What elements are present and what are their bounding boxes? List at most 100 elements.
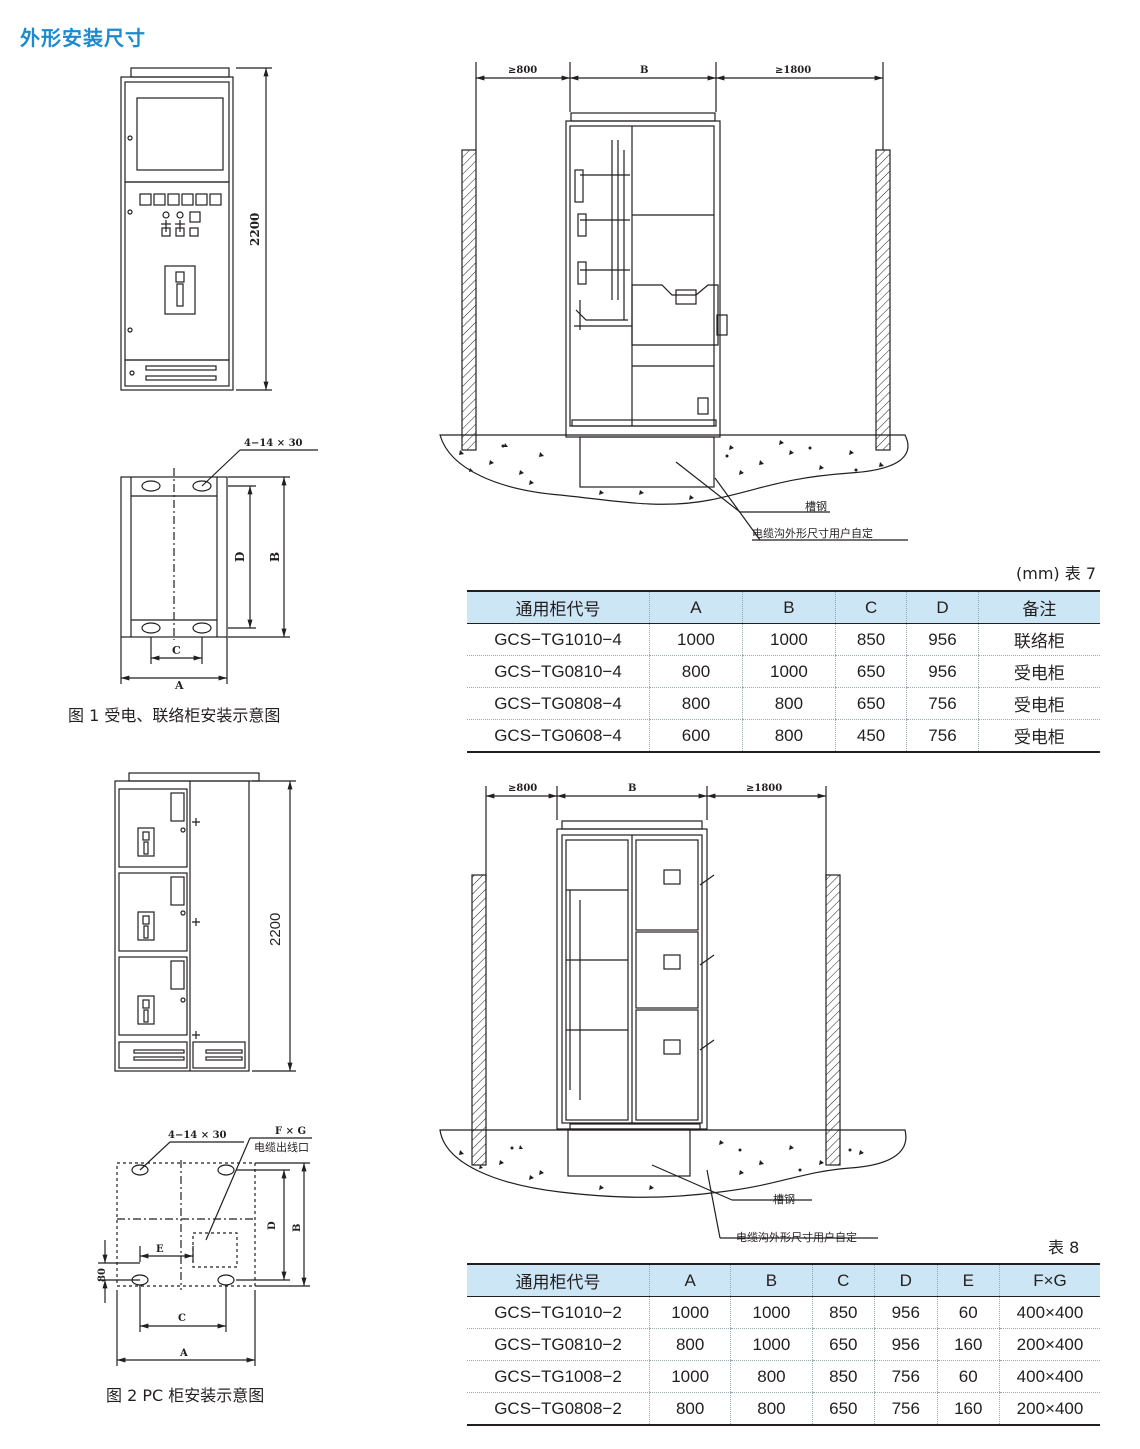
table-cell: 756: [906, 687, 979, 720]
fig1-dim-c: C: [172, 644, 181, 657]
table-cell: 756: [906, 719, 979, 753]
s1-width-label: B: [640, 65, 648, 76]
table-cell: 650: [834, 687, 907, 720]
table-cell: 956: [874, 1296, 937, 1329]
table7-header: 通用柜代号: [467, 590, 650, 624]
table-cell: GCS−TG1010−4: [467, 623, 650, 656]
fig2-outlet-note: 电缆出线口: [254, 1140, 309, 1154]
fig2-front-view: [114, 772, 296, 1072]
table7-label: (mm) 表 7: [1016, 564, 1097, 583]
table7-header: D: [906, 590, 979, 624]
fig2-dim-e: E: [156, 1244, 164, 1255]
table7-header: A: [649, 590, 743, 624]
table-cell: 850: [811, 1360, 875, 1393]
table8-header: D: [874, 1263, 937, 1297]
s2-left-clear: ≥800: [508, 783, 537, 794]
table7-header: B: [741, 590, 836, 624]
table8-header: B: [730, 1263, 813, 1297]
table-cell: 1000: [730, 1328, 813, 1361]
table-cell: 800: [649, 655, 743, 688]
s2-width-label: B: [628, 783, 636, 794]
fig2-dim-d: D: [267, 1221, 278, 1230]
s1-right-clear: ≥1800: [775, 65, 811, 76]
table-cell: 800: [648, 1392, 731, 1426]
table-cell: 800: [730, 1360, 813, 1393]
table-cell: 60: [936, 1360, 1000, 1393]
table-cell: 650: [811, 1328, 875, 1361]
table-cell: 800: [741, 719, 836, 753]
fig1-dim-a: A: [174, 679, 184, 692]
table-cell: 160: [936, 1328, 1000, 1361]
table-cell: 800: [741, 687, 836, 720]
fig2-dim-b: B: [292, 1224, 303, 1232]
page-title: 外形安装尺寸: [20, 26, 146, 50]
figure1-caption: 图 1 受电、联络柜安装示意图: [68, 706, 281, 725]
s1-trench-note: 电缆沟外形尺寸用户自定: [752, 526, 873, 540]
table8-header: F×G: [999, 1263, 1100, 1297]
table-cell: 650: [834, 655, 907, 688]
fig1-height-dim: 2200: [248, 213, 262, 246]
table-cell: 1000: [730, 1296, 813, 1329]
table-cell: 800: [648, 1328, 731, 1361]
s1-channel-steel: 槽钢: [805, 500, 827, 513]
table7-header-row: 通用柜代号 A B C D 备注: [467, 590, 1100, 624]
table-cell: GCS−TG0810−2: [467, 1328, 650, 1361]
table-cell: GCS−TG1008−2: [467, 1360, 650, 1393]
table-cell: 400×400: [999, 1296, 1100, 1329]
table-cell: 受电柜: [977, 687, 1100, 720]
table-cell: 200×400: [999, 1328, 1100, 1361]
table-cell: 450: [834, 719, 907, 753]
table-cell: 956: [906, 623, 979, 656]
table-cell: 650: [811, 1392, 875, 1426]
table-cell: 800: [649, 687, 743, 720]
table-cell: 956: [874, 1328, 937, 1361]
table-cell: 1000: [649, 623, 743, 656]
fig2-hole-note: 4−14 × 30: [168, 1130, 227, 1141]
fig1-front-view: [120, 67, 272, 391]
fig2-dim-a: A: [179, 1348, 188, 1359]
table-cell: 1000: [741, 655, 836, 688]
table-cell: 1000: [648, 1360, 731, 1393]
table-cell: 850: [834, 623, 907, 656]
table-cell: 60: [936, 1296, 1000, 1329]
table-cell: 受电柜: [977, 655, 1100, 688]
table-cell: 400×400: [999, 1360, 1100, 1393]
table-cell: GCS−TG1010−2: [467, 1296, 650, 1329]
table-cell: 800: [730, 1392, 813, 1426]
table-cell: GCS−TG0810−4: [467, 655, 650, 688]
table-cell: 受电柜: [977, 719, 1100, 753]
table-cell: 600: [649, 719, 743, 753]
fig2-base-plan: [116, 1160, 256, 1290]
s2-right-clear: ≥1800: [746, 783, 782, 794]
s1-left-clear: ≥800: [508, 65, 537, 76]
table7-header: C: [834, 590, 907, 624]
fig2-dim-c: C: [178, 1313, 186, 1324]
fig2-dim-80: 80: [97, 1268, 108, 1282]
fig1-hole-note: 4−14 × 30: [244, 438, 303, 449]
table-cell: GCS−TG0808−2: [467, 1392, 650, 1426]
s2-channel-steel: 槽钢: [773, 1193, 795, 1206]
table-cell: GCS−TG0808−4: [467, 687, 650, 720]
table-cell: 160: [936, 1392, 1000, 1426]
fig2-fg-note: F × G: [275, 1126, 306, 1137]
table8-header: A: [648, 1263, 731, 1297]
figure2-caption: 图 2 PC 柜安装示意图: [106, 1386, 265, 1405]
table8-header: C: [811, 1263, 875, 1297]
fig1-base-plan: [120, 449, 318, 684]
s2-trench-note: 电缆沟外形尺寸用户自定: [736, 1230, 857, 1244]
table-cell: GCS−TG0608−4: [467, 719, 650, 753]
table-cell: 联络柜: [977, 623, 1100, 656]
fig2-height-dim: 2200: [267, 913, 284, 946]
section1-drawing: [439, 62, 909, 541]
table-cell: 200×400: [999, 1392, 1100, 1426]
